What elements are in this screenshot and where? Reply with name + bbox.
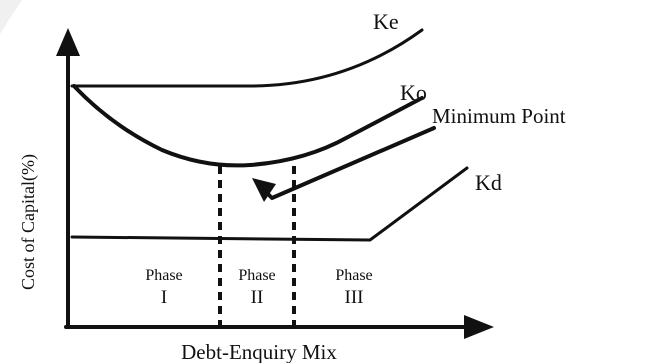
ko-label: Ko (400, 80, 427, 105)
kd-label: Kd (475, 170, 502, 195)
ke-label: Ke (373, 9, 399, 34)
minimum-point-arrow-icon (252, 178, 276, 202)
x-axis-arrow-icon (464, 315, 494, 339)
x-axis-label: Debt-Enquiry Mix (181, 340, 337, 363)
phase-1-word: Phase (145, 267, 182, 284)
phase-3-word: Phase (335, 267, 372, 284)
phase-1-numeral: I (161, 287, 167, 308)
phase-2-word: Phase (238, 267, 275, 284)
y-axis-label: Cost of Capital(%) (18, 154, 39, 290)
kd-curve (70, 166, 469, 242)
ko-curve (72, 84, 424, 168)
corner-smudge (0, 0, 22, 34)
phase-2-numeral: II (251, 287, 264, 308)
minimum-point-label: Minimum Point (432, 104, 566, 128)
phase-3-numeral: III (345, 287, 364, 308)
ke-curve (70, 28, 424, 88)
y-axis-arrow-icon (56, 28, 80, 56)
